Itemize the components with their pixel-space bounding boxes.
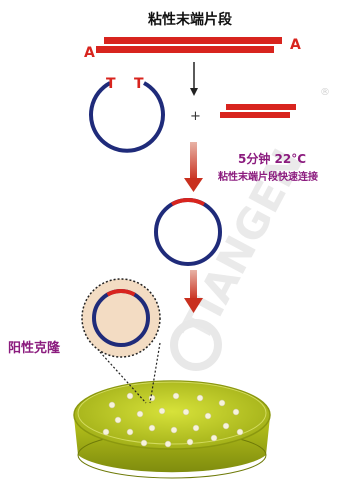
cell-plasmid-insert-arc bbox=[106, 289, 136, 297]
positive-clones-label: 阳性克隆 bbox=[8, 340, 61, 356]
watermark-logo-icon bbox=[170, 319, 222, 371]
colony bbox=[182, 408, 190, 416]
colony bbox=[186, 438, 194, 446]
colony bbox=[210, 434, 218, 442]
dna-fragment-with-a-overhangs: A A bbox=[84, 37, 301, 61]
fragment-bottom-strand bbox=[96, 46, 274, 53]
agar-surface bbox=[73, 380, 271, 450]
linear-vector-t-ends: T T bbox=[89, 76, 165, 153]
page-title: 粘性末端片段 bbox=[148, 11, 232, 28]
colony bbox=[192, 424, 200, 432]
colony bbox=[108, 401, 116, 409]
colony bbox=[172, 392, 180, 400]
zoom-callout-lines bbox=[99, 342, 161, 404]
transformation-arrow-icon bbox=[184, 270, 203, 313]
zoomed-bacterial-cell bbox=[81, 278, 161, 358]
colony bbox=[140, 439, 148, 447]
colony bbox=[218, 399, 226, 407]
colony bbox=[222, 422, 230, 430]
tiangen-watermark: TIANGEN ® bbox=[170, 87, 330, 371]
plasmid-insert-arc bbox=[171, 198, 205, 207]
colony bbox=[170, 426, 178, 434]
condition-time-temp: 5分钟 22°C bbox=[238, 151, 306, 166]
small-down-arrow-icon bbox=[190, 62, 198, 96]
colony bbox=[232, 408, 240, 416]
colony bbox=[236, 428, 244, 436]
colonies bbox=[102, 392, 244, 448]
colony bbox=[164, 440, 172, 448]
end-label-right: A bbox=[290, 37, 301, 53]
colony bbox=[148, 424, 156, 432]
colony bbox=[114, 416, 122, 424]
end-label-left: A bbox=[84, 45, 95, 61]
colony bbox=[136, 410, 144, 418]
colony bbox=[158, 407, 166, 415]
colony bbox=[102, 428, 110, 436]
open-plasmid-ring bbox=[89, 81, 165, 153]
insert-top-strand bbox=[226, 104, 296, 110]
fragment-top-strand bbox=[104, 37, 282, 44]
dish-rim-highlight bbox=[77, 381, 267, 445]
petri-dish bbox=[73, 380, 271, 479]
recombinant-plasmid bbox=[154, 198, 222, 266]
vector-end-right: T bbox=[134, 76, 144, 92]
colony bbox=[126, 392, 134, 400]
condition-description: 粘性末端片段快速连接 bbox=[218, 170, 318, 183]
colony bbox=[126, 428, 134, 436]
vector-end-left: T bbox=[106, 76, 116, 92]
registered-mark: ® bbox=[320, 87, 330, 98]
colony bbox=[196, 394, 204, 402]
insert-fragment bbox=[220, 104, 296, 118]
colony bbox=[204, 412, 212, 420]
plasmid-backbone bbox=[154, 198, 222, 266]
reaction-arrow-icon bbox=[184, 142, 203, 192]
insert-bottom-strand bbox=[220, 112, 290, 118]
plus-sign: + bbox=[190, 109, 201, 124]
